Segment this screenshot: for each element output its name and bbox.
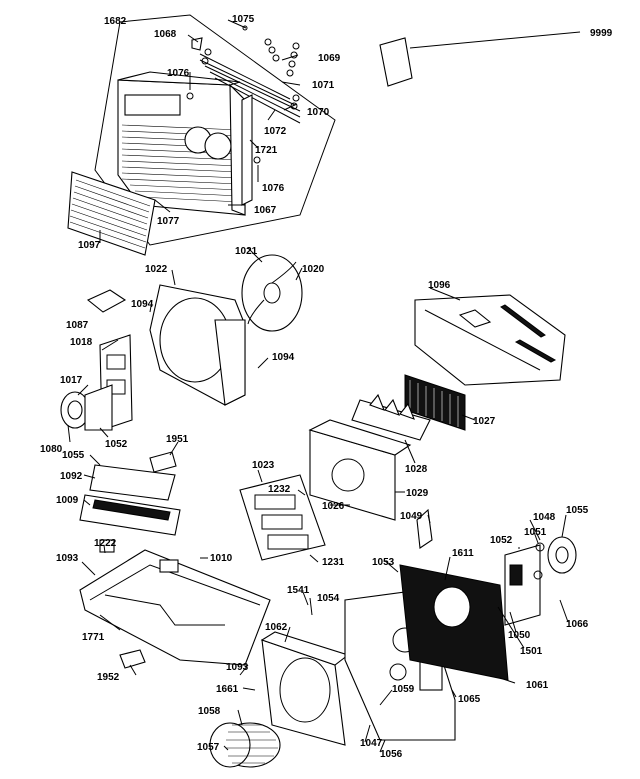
label-1087: 1087 — [66, 320, 89, 331]
label-1951: 1951 — [166, 434, 189, 445]
bulkhead-part — [149, 284, 246, 406]
label-1077: 1077 — [157, 216, 180, 227]
label-1027: 1027 — [473, 416, 496, 427]
front-cabinet-part — [117, 71, 246, 216]
label-1055-right: 1055 — [566, 505, 589, 516]
label-1058: 1058 — [198, 706, 221, 717]
label-1061: 1061 — [526, 680, 549, 691]
label-1028: 1028 — [405, 464, 428, 475]
label-1065: 1065 — [458, 694, 481, 705]
label-1070: 1070 — [307, 107, 330, 118]
label-1771: 1771 — [82, 632, 105, 643]
motor-mount-part — [504, 536, 577, 626]
label-1094-lower: 1094 — [272, 352, 295, 363]
label-1222: 1222 — [94, 538, 117, 549]
partition-bracket-part — [308, 419, 412, 521]
part-number-labels: 1682 1068 1075 9999 1069 1076 1071 1072 … — [40, 14, 613, 760]
blower-wheel-part — [209, 722, 281, 768]
louvre-strips-part — [199, 53, 301, 206]
label-1501: 1501 — [520, 646, 543, 657]
evaporator-coil-part — [404, 374, 466, 431]
label-1055-left: 1055 — [62, 450, 85, 461]
label-1541: 1541 — [287, 585, 310, 596]
label-1093-lower: 1093 — [226, 662, 249, 673]
air-filter-part — [67, 171, 156, 256]
label-1232: 1232 — [268, 484, 291, 495]
blower-housing-part — [260, 631, 350, 746]
label-1053: 1053 — [372, 557, 395, 568]
clip-chain-parts — [186, 25, 300, 164]
label-1067: 1067 — [254, 205, 277, 216]
label-1066: 1066 — [566, 619, 589, 630]
label-1009: 1009 — [56, 495, 79, 506]
label-1072: 1072 — [264, 126, 287, 137]
label-1052-left: 1052 — [105, 439, 128, 450]
base-pan-part — [79, 539, 271, 666]
label-1096: 1096 — [428, 280, 451, 291]
base-insert-parts — [79, 451, 181, 536]
front-grille-group-outline — [94, 14, 336, 246]
label-1068: 1068 — [154, 29, 177, 40]
label-9999: 9999 — [590, 28, 613, 39]
label-1026: 1026 — [322, 501, 345, 512]
top-cover-part — [414, 294, 566, 386]
label-1097: 1097 — [78, 240, 101, 251]
label-1054: 1054 — [317, 593, 340, 604]
label-1052-right: 1052 — [490, 535, 513, 546]
label-1023: 1023 — [252, 460, 275, 471]
control-panel-part — [239, 474, 326, 561]
label-1231: 1231 — [322, 557, 345, 568]
label-1661: 1661 — [216, 684, 239, 695]
label-1048: 1048 — [533, 512, 556, 523]
label-1020: 1020 — [302, 264, 325, 275]
label-1080: 1080 — [40, 444, 63, 455]
condenser-fan-part — [241, 254, 303, 332]
label-1056: 1056 — [380, 749, 403, 760]
grommet-part — [119, 649, 146, 669]
label-1952: 1952 — [97, 672, 120, 683]
label-1018: 1018 — [70, 337, 93, 348]
label-1021: 1021 — [235, 246, 258, 257]
manual-sheet-part — [379, 37, 413, 87]
label-1721: 1721 — [255, 145, 278, 156]
label-1682: 1682 — [104, 16, 127, 27]
label-1051: 1051 — [524, 527, 547, 538]
latch-bracket-part — [416, 508, 433, 549]
label-1057: 1057 — [197, 742, 220, 753]
label-1017: 1017 — [60, 375, 83, 386]
label-1076-upper: 1076 — [167, 68, 190, 79]
label-1029: 1029 — [406, 488, 429, 499]
label-1093-upper: 1093 — [56, 553, 79, 564]
label-1092: 1092 — [60, 471, 83, 482]
label-1076-lower: 1076 — [262, 183, 285, 194]
label-1069: 1069 — [318, 53, 341, 64]
insulation-pad-part — [399, 564, 509, 681]
fan-motor-part — [60, 384, 113, 431]
label-1075: 1075 — [232, 14, 255, 25]
label-1059: 1059 — [392, 684, 415, 695]
label-1094-upper: 1094 — [131, 299, 154, 310]
label-1049: 1049 — [400, 511, 423, 522]
label-1047: 1047 — [360, 738, 383, 749]
leader-lines — [67, 19, 581, 753]
label-1050: 1050 — [508, 630, 531, 641]
drain-bracket-part — [351, 393, 431, 441]
label-1010: 1010 — [210, 553, 233, 564]
label-1022: 1022 — [145, 264, 168, 275]
label-1062: 1062 — [265, 622, 288, 633]
label-1071: 1071 — [312, 80, 335, 91]
label-1611: 1611 — [452, 548, 474, 559]
